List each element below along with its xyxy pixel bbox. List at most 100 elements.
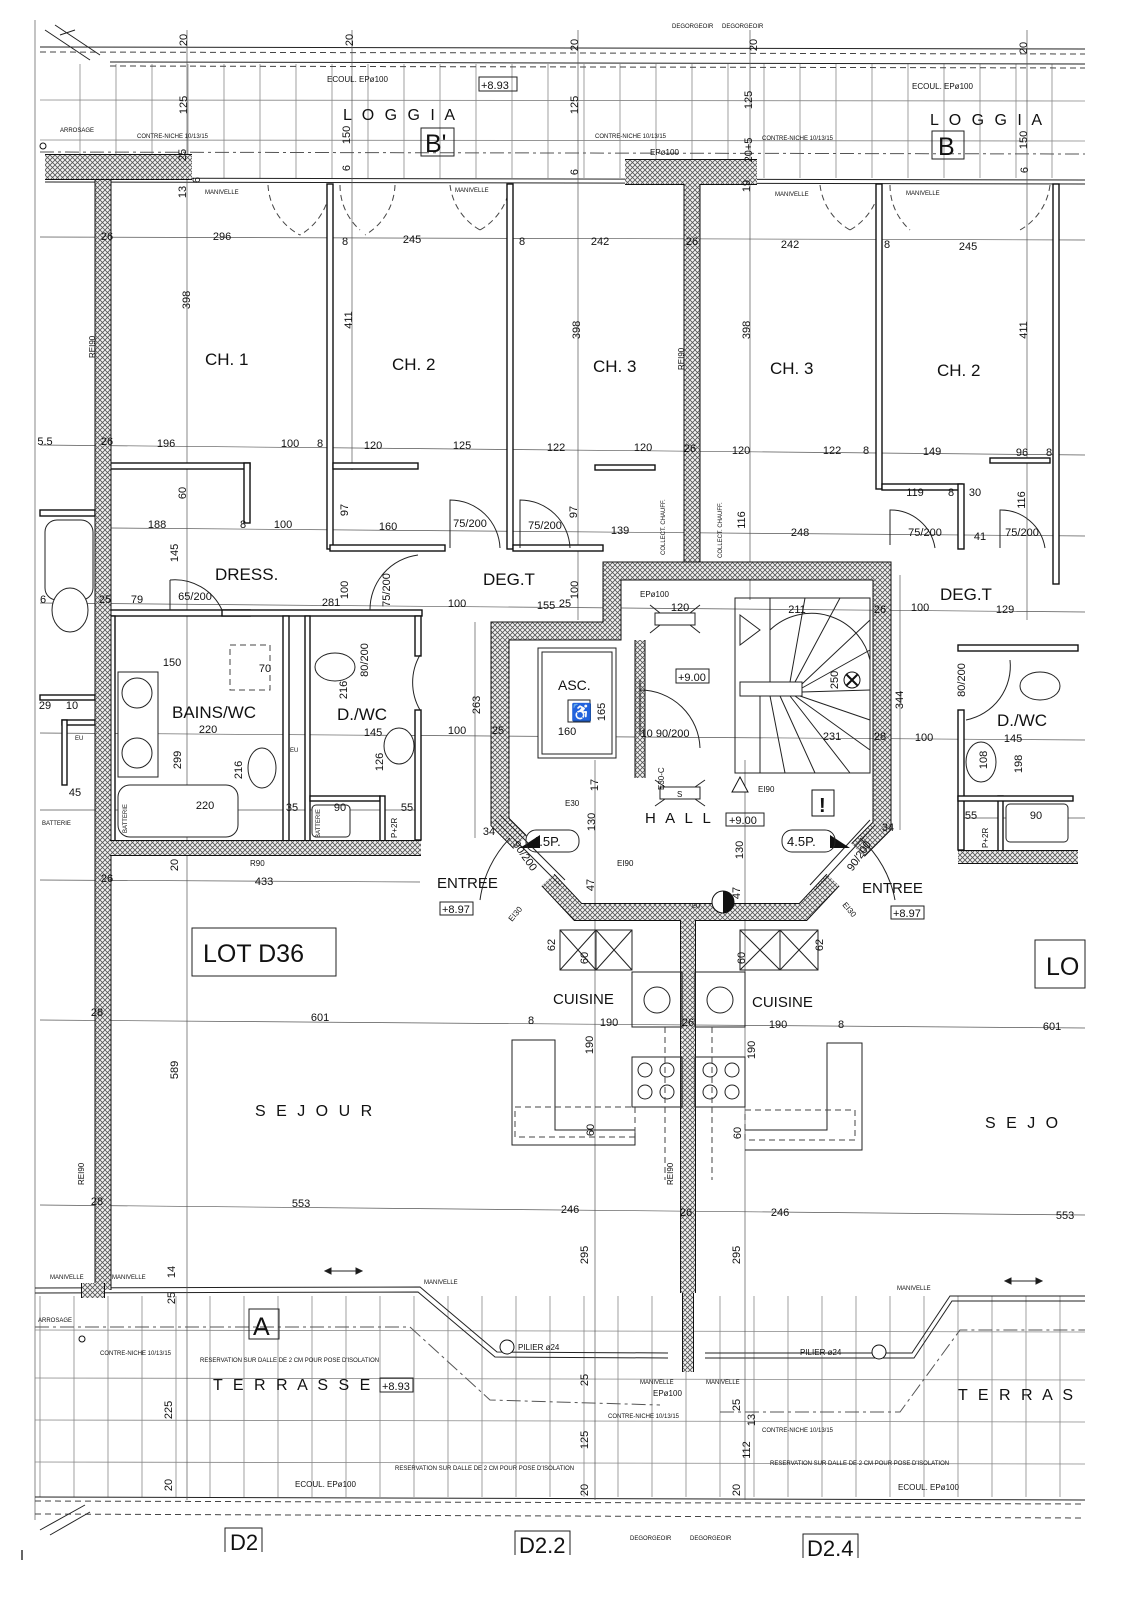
zone-marker-b-prime: B' xyxy=(425,130,446,158)
pillar-note: PILIER ø24 xyxy=(800,1348,842,1357)
room-label-shower-wc-left: D./WC xyxy=(337,705,387,724)
insulation-reservation-note: RESERVATION SUR DALLE DE 2 CM POUR POSE … xyxy=(200,1358,379,1364)
dimension-label: 145 xyxy=(1004,733,1022,745)
manivelle-note: MANIVELLE xyxy=(455,188,489,194)
manivelle-note: MANIVELLE xyxy=(205,190,239,196)
sliding-arrow-icon xyxy=(323,1267,1044,1285)
contre-niche-note: CONTRE-NICHE 10/13/15 xyxy=(762,1428,834,1434)
dimension-label: 100 xyxy=(281,438,299,450)
waste-pipe-note: EU xyxy=(692,904,700,910)
cupboard-p2r-note: P+2R xyxy=(981,828,990,848)
dimension-label: 120 xyxy=(671,602,689,614)
dimension-label: 26 xyxy=(101,873,113,885)
dimension-label: 6 xyxy=(40,594,46,606)
pillar xyxy=(499,1339,887,1360)
dimension-label: 47 xyxy=(731,887,743,899)
mixer-tap-note: BATTERIE xyxy=(123,804,129,833)
dimension-label: 62 xyxy=(546,939,558,951)
dimension-label: 79 xyxy=(131,594,143,606)
structural-walls xyxy=(45,154,1078,1372)
room-label-elevator: ASC. xyxy=(558,677,591,693)
dimension-label: 97 xyxy=(568,506,580,518)
staircase xyxy=(734,597,871,774)
dimension-label: 216 xyxy=(233,761,245,779)
dimension-label: 25 xyxy=(99,594,111,606)
fire-rating-rei90: REI90 xyxy=(677,347,686,370)
dimension-label: 34 xyxy=(483,826,495,838)
dimension-label: 125 xyxy=(178,96,190,114)
manivelle-note: MANIVELLE xyxy=(906,191,940,197)
dimension-label: 398 xyxy=(571,321,583,339)
dimension-label: 125 xyxy=(453,440,471,452)
dimension-label: 225 xyxy=(163,1401,175,1419)
lot-number: LOT D36 xyxy=(203,940,304,968)
stair-arrow-icon xyxy=(830,835,850,848)
dimension-label: 139 xyxy=(611,525,629,537)
dimension-label: 90 xyxy=(1030,810,1042,822)
insulation-reservation-note: RESERVATION SUR DALLE DE 2 CM POUR POSE … xyxy=(770,1461,949,1467)
dimension-label: 10 xyxy=(66,700,78,712)
room-label-hall: H A L L xyxy=(645,810,714,827)
dimension-label: 41 xyxy=(974,531,986,543)
dimension-label: 263 xyxy=(471,696,483,714)
manivelle-note: MANIVELLE xyxy=(897,1286,931,1292)
dimension-label: 20 xyxy=(569,39,581,51)
dimension-label: 165 xyxy=(596,703,608,721)
dimension-label: 28 xyxy=(874,731,886,743)
dimension-label: 149 xyxy=(923,446,941,458)
dimension-label: 242 xyxy=(591,236,609,248)
dimension-label: 20+5 xyxy=(743,138,755,163)
dimension-label: 26 xyxy=(874,604,886,616)
room-label-ch2-left: CH. 2 xyxy=(392,355,435,374)
dimension-label: 245 xyxy=(959,241,977,253)
fire-rating-rei90: REI90 xyxy=(666,1162,675,1185)
manivelle-note: MANIVELLE xyxy=(706,1380,740,1386)
dimension-label: 433 xyxy=(255,876,273,888)
dimension-label: 246 xyxy=(561,1204,579,1216)
dimension-label: 190 xyxy=(584,1036,596,1054)
dimension-label: 246 xyxy=(771,1207,789,1219)
dimension-label: 248 xyxy=(791,527,809,539)
pillar-note: PILIER ø24 xyxy=(518,1343,560,1352)
technical-annotations: ECOUL. EPø100 ECOUL. EPø100 ECOUL. EPø10… xyxy=(38,24,990,1542)
dimension-label: 10 90/200 xyxy=(641,728,690,740)
dimension-label: 553 xyxy=(1056,1210,1074,1222)
room-label-ch3-right: CH. 3 xyxy=(770,359,813,378)
exclamation-sign: ! xyxy=(819,795,826,817)
dimension-label: 35 xyxy=(286,802,298,814)
dimension-label: 6 xyxy=(191,177,203,183)
washbasin xyxy=(965,741,997,783)
dimension-label: 8 xyxy=(317,438,323,450)
dimension-label: 26 xyxy=(680,1207,692,1219)
dimension-label: 6 xyxy=(341,165,353,171)
dimension-label: 129 xyxy=(996,604,1014,616)
level-landing: +9.00 xyxy=(678,672,706,684)
manivelle-note: MANIVELLE xyxy=(424,1280,458,1286)
mixer-tap-note: BATTERIE xyxy=(42,821,71,827)
kitchen-island-outline xyxy=(514,1027,856,1180)
room-label-kitchen-left: CUISINE xyxy=(553,991,614,1008)
dimension-label: 589 xyxy=(169,1061,181,1079)
fire-rating-ei30: EI30 xyxy=(840,901,858,920)
manivelle-note: MANIVELLE xyxy=(112,1275,146,1281)
dimension-label: 119 xyxy=(906,487,924,499)
heating-collector-note: COLLECT. CHAUFF. xyxy=(661,499,667,555)
dimension-label: 100 xyxy=(569,581,581,599)
room-label-ch1: CH. 1 xyxy=(205,350,248,369)
dimension-label: 196 xyxy=(157,438,175,450)
dimension-label: 55 xyxy=(965,810,977,822)
room-label-degagement-left: DEG.T xyxy=(483,570,535,589)
lot-number-right: LO xyxy=(1046,953,1079,981)
dimension-label: 295 xyxy=(579,1246,591,1264)
heating-collector-note: COLLECT. CHAUFF. xyxy=(718,502,724,558)
dimension-label: 19 xyxy=(741,180,753,192)
fire-rating-ei30: EI30 xyxy=(507,904,525,923)
bathtub xyxy=(117,784,239,838)
room-label-entree-right: ENTREE xyxy=(862,880,923,897)
dimension-label: 55 xyxy=(401,802,413,814)
dimension-label: 20 xyxy=(731,1484,743,1496)
dimension-label: 65/200 xyxy=(178,591,212,603)
dimension-label: 8 xyxy=(863,445,869,457)
dimension-label: 188 xyxy=(148,519,166,531)
dimension-label: 28 xyxy=(91,1007,103,1019)
